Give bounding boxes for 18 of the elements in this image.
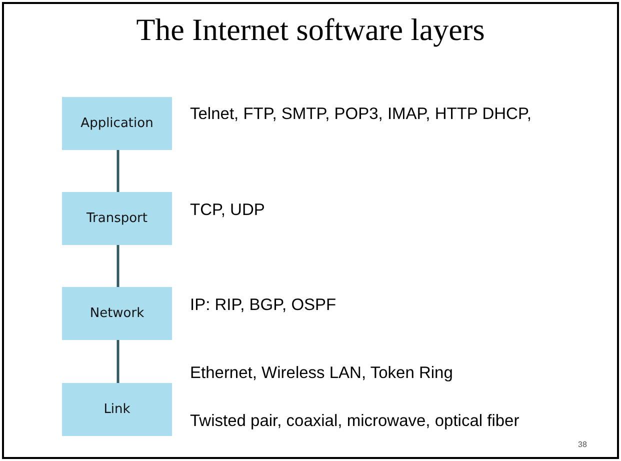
- protocol-list: Ethernet, Wireless LAN, Token Ring: [190, 364, 600, 383]
- page-number: 38: [578, 440, 587, 449]
- layer-name: Transport: [86, 211, 148, 226]
- protocol-list: Telnet, FTP, SMTP, POP3, IMAP, HTTP DHCP,: [190, 105, 600, 124]
- layer-name: Network: [90, 306, 144, 321]
- layer-box: [62, 97, 172, 150]
- layer-name: Application: [80, 116, 154, 131]
- protocol-list: TCP, UDP: [190, 201, 600, 220]
- connector-line: [116, 245, 120, 287]
- layer-box: [62, 287, 172, 340]
- protocol-list: Twisted pair, coaxial, microwave, optical fiber: [190, 412, 600, 431]
- layer-box: [62, 192, 172, 245]
- protocol-list: IP: RIP, BGP, OSPF: [190, 296, 600, 315]
- title: The Internet software layers: [135, 12, 486, 48]
- layer-box: [62, 383, 172, 436]
- connector-line: [116, 340, 120, 383]
- layer-name: Link: [104, 402, 130, 417]
- connector-line: [116, 150, 120, 192]
